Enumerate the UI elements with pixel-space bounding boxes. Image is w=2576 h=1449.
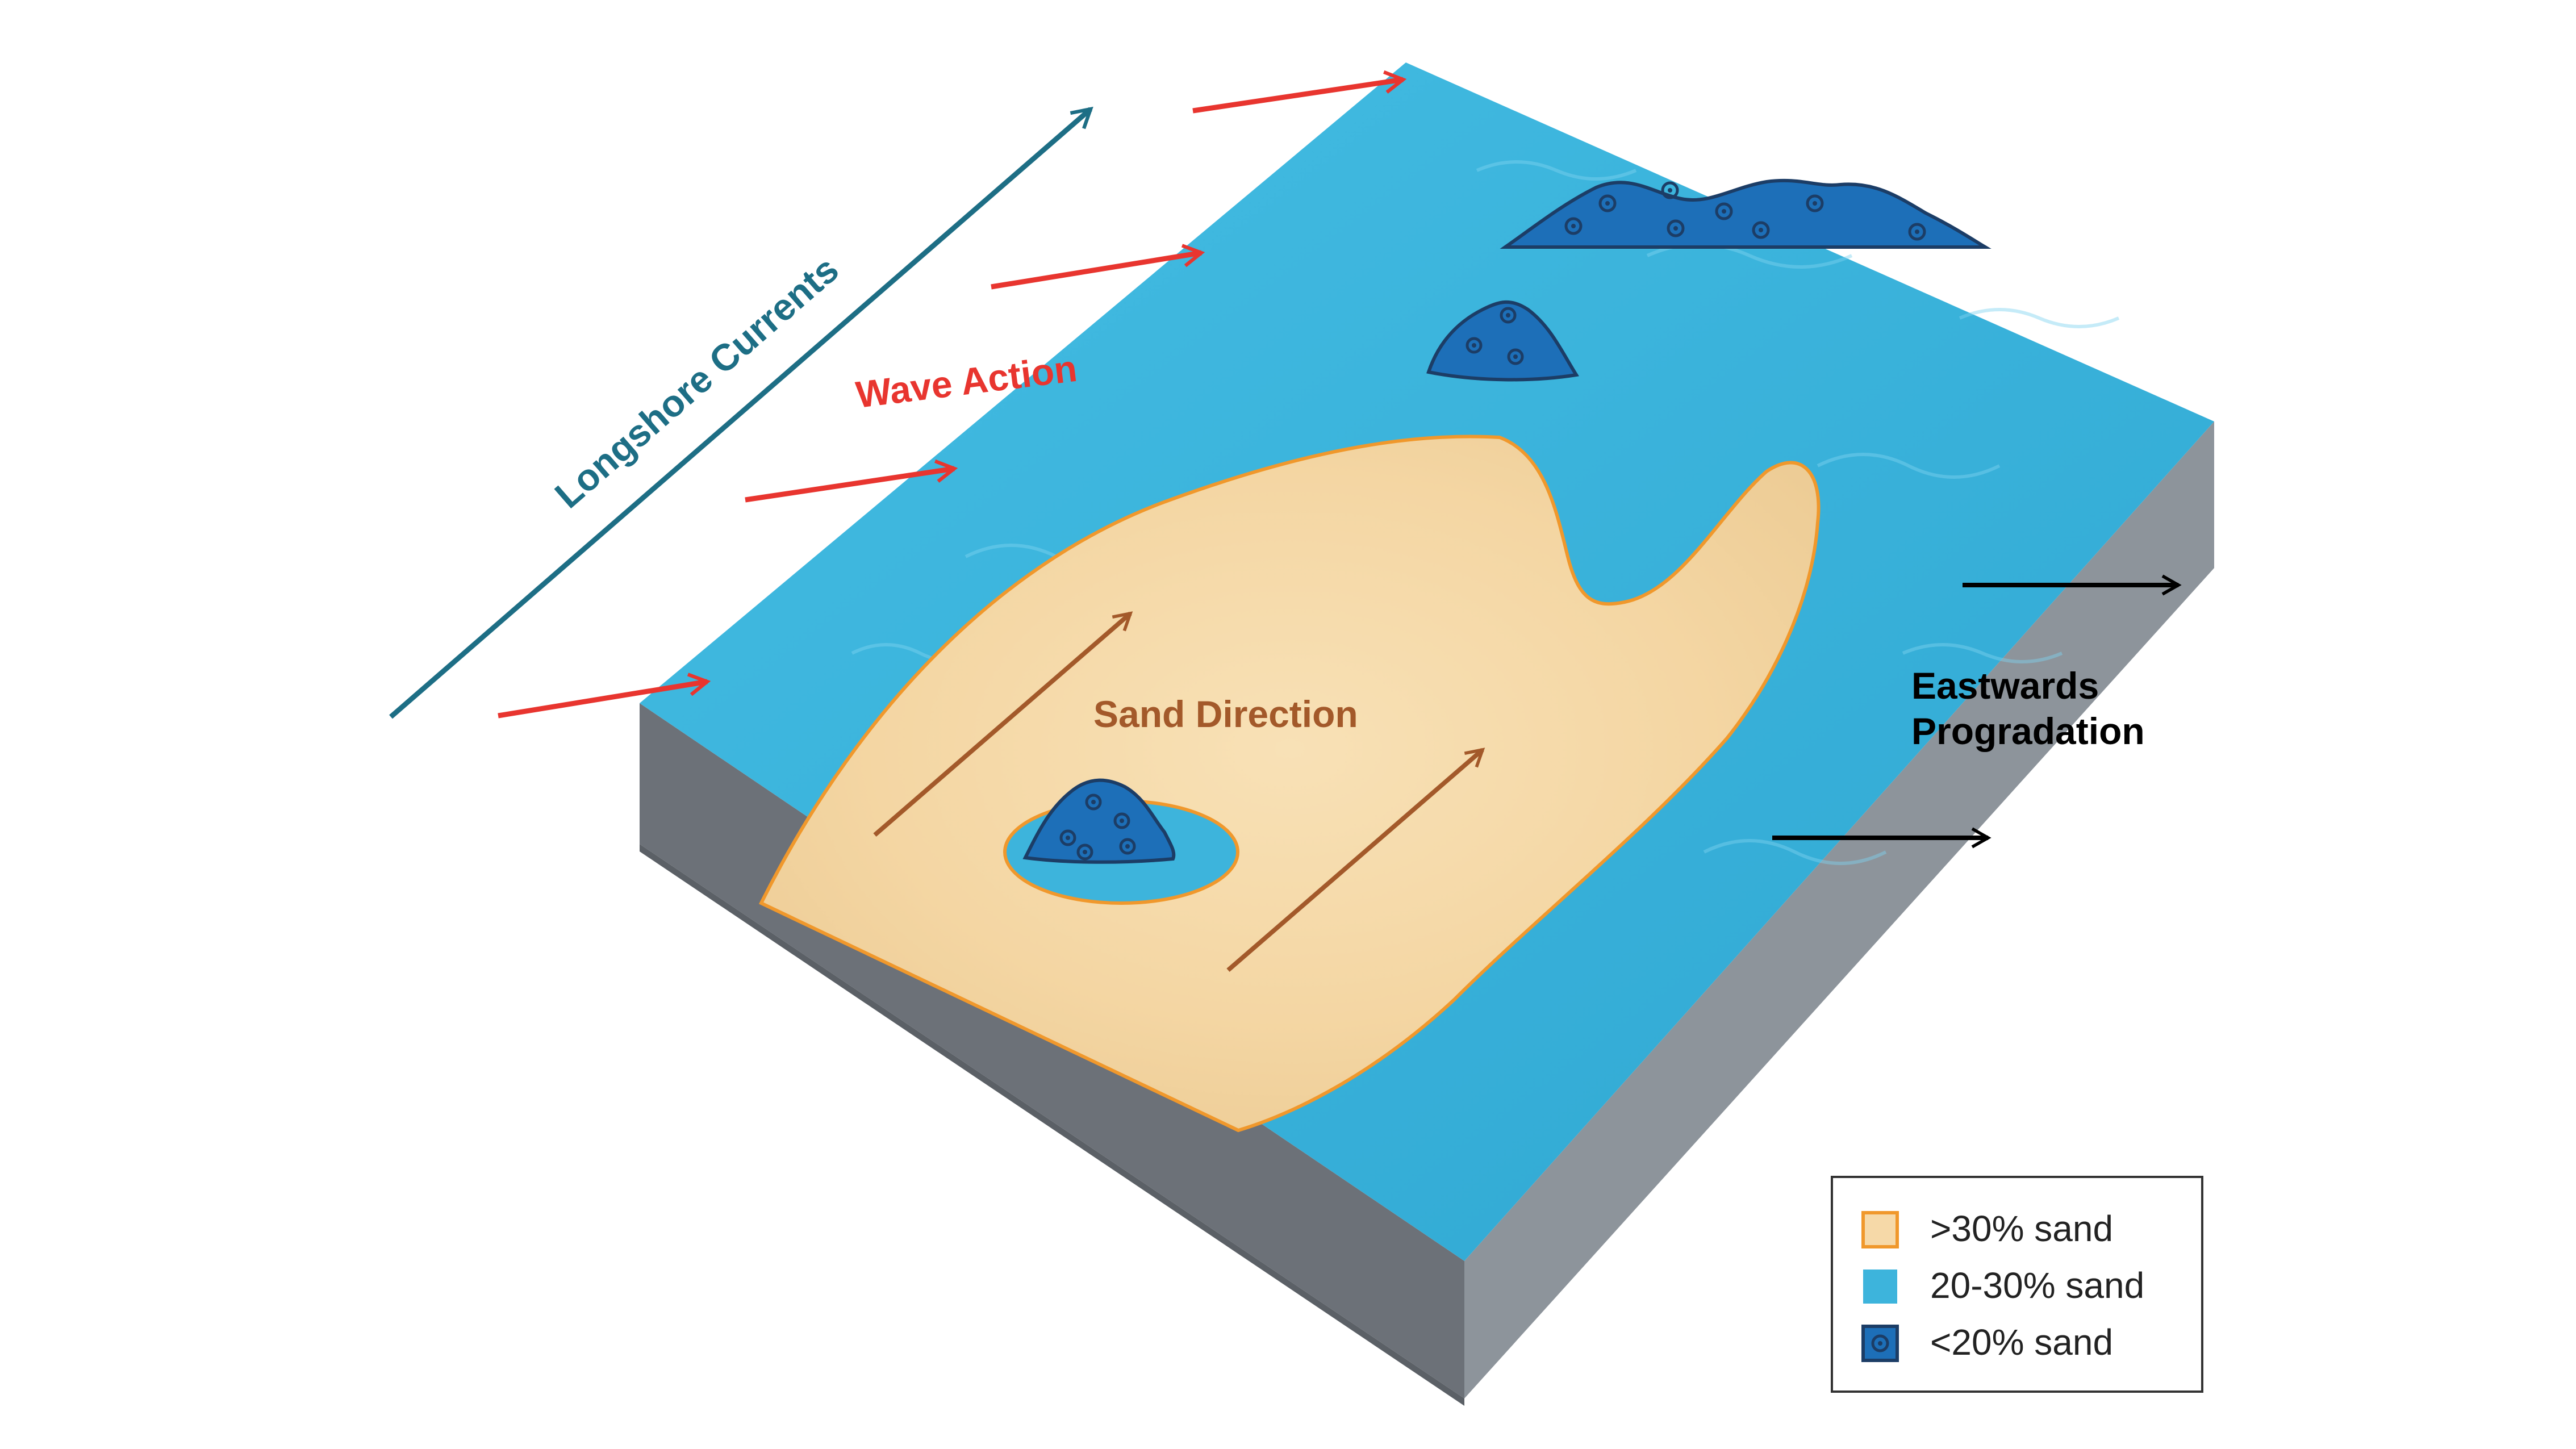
eastwards-line1: Eastwards [1911,665,2099,707]
longshore-currents-label: Longshore Currents [547,248,846,516]
wave-arrow-1 [1192,70,1407,114]
legend-swatch-water [1863,1270,1897,1304]
legend-item-water: 20-30% sand [1930,1265,2144,1306]
wave-action-arrows [498,70,1407,719]
legend-swatch-sand [1861,1211,1899,1248]
sand-direction-arrows [873,611,1485,972]
wave-arrow-3 [745,459,958,503]
deposit-ridge [1500,178,1992,249]
sand-body [758,435,1821,1133]
sand-direction-label: Sand Direction [1093,693,1358,735]
wave-arrow-4 [498,673,711,719]
longshore-current-arrow [389,106,1093,719]
block-right-face [1464,421,2214,1398]
progradation-arrows [1772,574,2182,849]
sand-arrow-2 [1226,748,1485,972]
sand-arrow-1 [873,611,1133,837]
legend: >30% sand 20-30% sand <20% sand [1831,1176,2203,1393]
eastwards-progradation-label: Eastwards Progradation [1911,665,2145,752]
legend-swatch-dark [1861,1325,1899,1362]
legend-item-dark: <20% sand [1930,1322,2113,1363]
block-bottom-edge [640,844,1464,1406]
wave-arrow-2 [991,244,1205,290]
eastwards-line2: Progradation [1911,710,2145,752]
low-sand-deposits [1022,178,1992,864]
legend-item-sand: >30% sand [1930,1208,2113,1249]
deposit-mound-upper [1426,300,1579,382]
